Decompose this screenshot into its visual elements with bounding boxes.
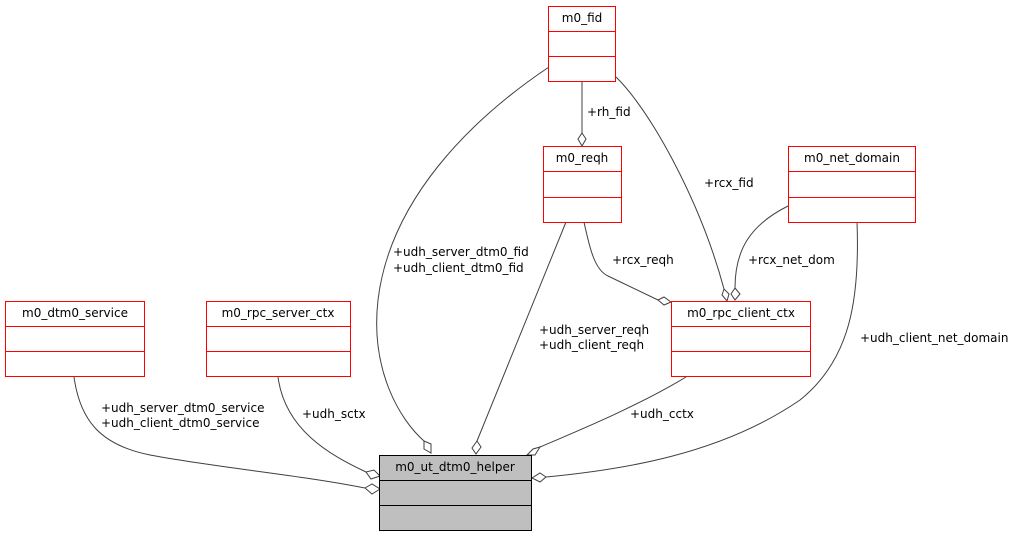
edge-label-udh-reqh-2: +udh_client_reqh: [539, 338, 644, 352]
class-box-m0-rpc-server-ctx[interactable]: m0_rpc_server_ctx: [206, 301, 351, 377]
class-title: m0_dtm0_service: [22, 306, 128, 320]
edge-udh-cctx: [539, 376, 687, 448]
edge-label-udh-cctx: +udh_cctx: [630, 407, 694, 421]
aggregation-diamond: [721, 288, 730, 303]
aggregation-diamond: [365, 469, 381, 480]
edge-udh-reqh: [476, 221, 567, 442]
edge-label-udh-sctx: +udh_sctx: [302, 407, 366, 421]
edge-label-rcx-net-dom: +rcx_net_dom: [748, 253, 835, 267]
edge-label-udh-fid-1: +udh_server_dtm0_fid: [393, 245, 529, 259]
class-title: m0_ut_dtm0_helper: [395, 460, 515, 474]
class-title: m0_reqh: [556, 151, 609, 165]
edge-udh-sctx: [277, 376, 367, 473]
edge-rcx-fid: [615, 76, 725, 290]
aggregation-diamond: [730, 287, 741, 301]
aggregation-diamond: [530, 472, 547, 483]
class-title: m0_fid: [562, 11, 603, 25]
edge-label-udh-service-1: +udh_server_dtm0_service: [101, 401, 265, 415]
edge-label-udh-service-2: +udh_client_dtm0_service: [101, 416, 259, 430]
class-box-m0-net-domain[interactable]: m0_net_domain: [788, 146, 916, 223]
edge-rcx-net-dom: [734, 205, 789, 289]
aggregation-diamond: [577, 132, 587, 148]
edge-label-rcx-reqh: +rcx_reqh: [612, 253, 674, 267]
aggregation-diamond: [657, 296, 673, 306]
class-title: m0_rpc_client_ctx: [687, 306, 795, 320]
aggregation-diamond: [471, 440, 482, 455]
edge-label-rcx-fid: +rcx_fid: [704, 176, 754, 190]
class-title: m0_rpc_server_ctx: [222, 306, 335, 320]
edge-label-udh-net-domain: +udh_client_net_domain: [860, 331, 1008, 345]
edge-udh-net-domain: [545, 221, 858, 478]
edge-rcx-reqh: [583, 221, 659, 301]
aggregation-diamond: [423, 440, 432, 454]
aggregation-diamond: [364, 483, 381, 495]
edge-label-udh-reqh-1: +udh_server_reqh: [539, 323, 649, 337]
class-box-m0-dtm0-service[interactable]: m0_dtm0_service: [5, 301, 145, 377]
edge-udh-service: [73, 376, 366, 489]
class-box-m0-ut-dtm0-helper[interactable]: m0_ut_dtm0_helper: [379, 455, 532, 531]
aggregation-diamond: [525, 446, 542, 456]
class-box-m0-rpc-client-ctx[interactable]: m0_rpc_client_ctx: [671, 301, 811, 377]
class-box-m0-fid[interactable]: m0_fid: [548, 6, 616, 82]
edge-label-udh-fid-2: +udh_client_dtm0_fid: [393, 261, 524, 275]
edge-udh-fid: [376, 66, 550, 442]
edge-label-rh-fid: +rh_fid: [587, 105, 631, 119]
class-title: m0_net_domain: [804, 151, 900, 165]
class-box-m0-reqh[interactable]: m0_reqh: [543, 146, 622, 223]
